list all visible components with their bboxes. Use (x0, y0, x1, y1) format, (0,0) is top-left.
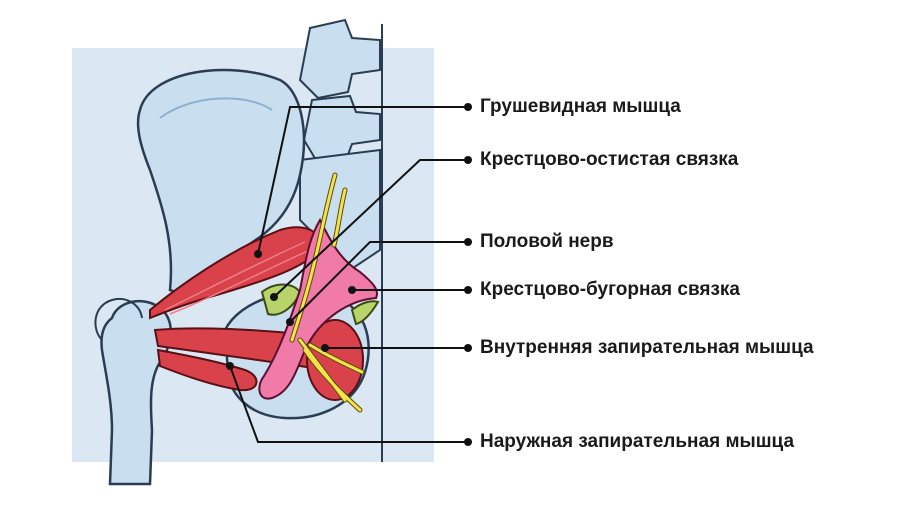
label-obturator-externus: Наружная запирательная мышца (480, 431, 795, 452)
ilium-inner-contour (159, 97, 273, 119)
leader-lines (229, 106, 468, 443)
label-sacrotuberous-ligament: Крестцово-бугорная связка (480, 279, 740, 300)
label-pudendal-nerve: Половой нерв (480, 231, 614, 252)
piriformis-fibers (164, 241, 311, 315)
label-obturator-internus: Внутренняя запирательная мышца (480, 337, 814, 358)
leader-obturator-externus (229, 365, 468, 443)
sacrospinous-tip (350, 300, 380, 326)
label-piriformis: Грушевидная мышца (480, 96, 681, 117)
leader-piriformis (257, 106, 468, 255)
leader-pudendal (289, 241, 468, 323)
leader-dots (226, 103, 472, 446)
obturator-externus-muscle (156, 348, 258, 392)
greater-trochanter (94, 298, 143, 341)
label-sacrospinous-ligament: Крестцово-остистая связка (480, 149, 739, 170)
leader-sacrospinous (273, 159, 468, 298)
